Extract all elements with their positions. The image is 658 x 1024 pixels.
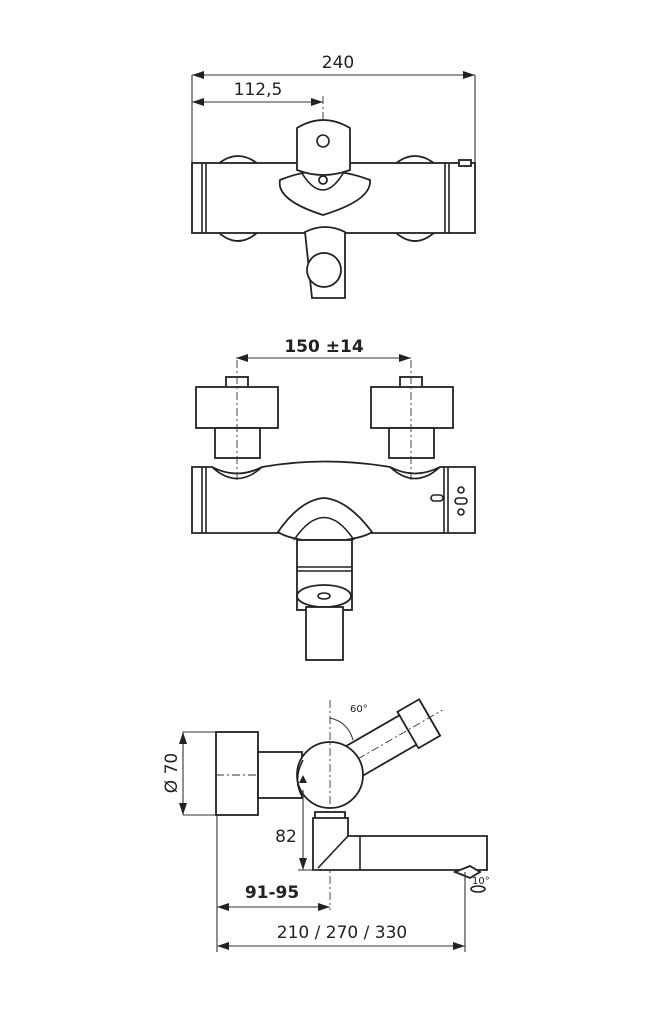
dimension-angle-60: 60°	[350, 704, 368, 715]
dimension-angle-10: 10°	[472, 876, 490, 887]
dimension-150: 150 ±14	[284, 337, 363, 357]
dimension-spout-lengths: 210 / 270 / 330	[277, 923, 407, 943]
dimension-diameter-70: Ø 70	[162, 753, 182, 793]
side-view: Ø 70 60° 10° 82 91	[162, 698, 490, 952]
dimension-91-95: 91-95	[245, 883, 299, 903]
top-view: 240 112,5	[191, 53, 476, 299]
dimension-82: 82	[275, 827, 297, 847]
front-view: 150 ±14	[191, 337, 476, 661]
dimension-112-5: 112,5	[234, 80, 283, 100]
dimension-240: 240	[322, 53, 354, 73]
